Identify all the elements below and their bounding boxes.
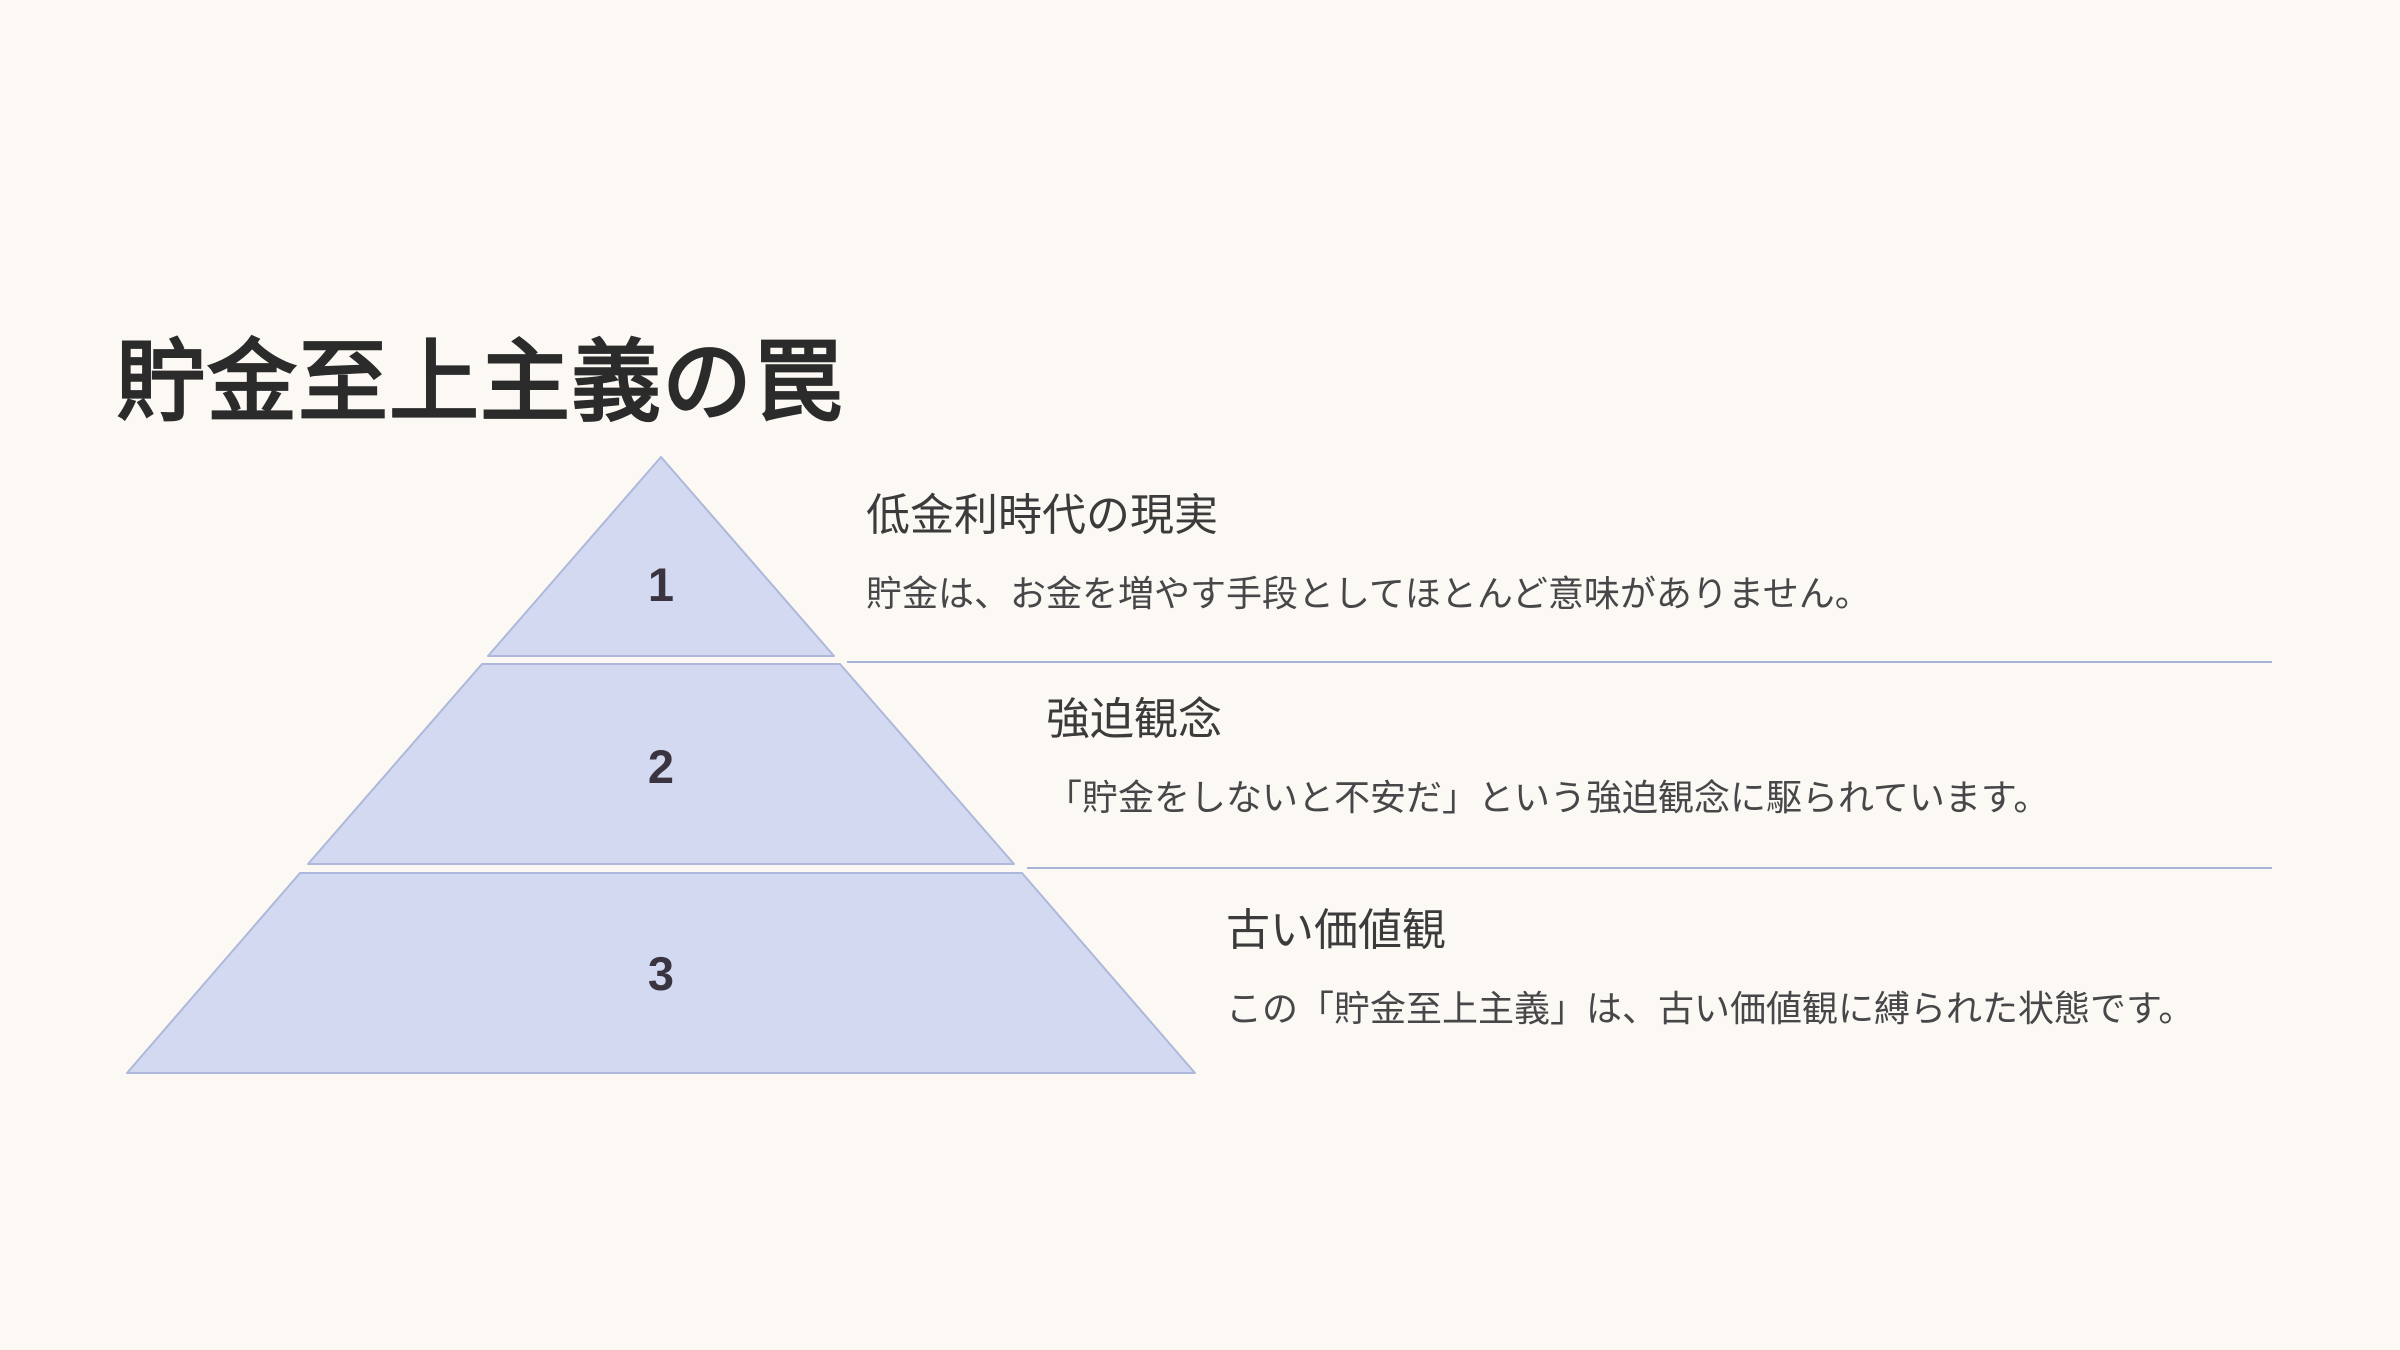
section-3-heading: 古い価値観: [1226, 906, 1446, 955]
section-2-heading: 強迫観念: [1046, 695, 1222, 744]
section-1-heading: 低金利時代の現実: [866, 491, 1218, 540]
pyramid-level-2-shape: [307, 663, 1015, 865]
section-3-body: この「貯金至上主義」は、古い価値観に縛られた状態です。: [1226, 988, 2195, 1029]
pyramid-level-3-number: 3: [647, 947, 675, 1000]
section-2: 強迫観念 「貯金をしないと不安だ」という強迫観念に駆られています。: [1046, 698, 2049, 816]
pyramid-level-2-number: 2: [647, 740, 675, 793]
slide-title: 貯金至上主義の罠: [116, 333, 844, 434]
section-1: 低金利時代の現実 貯金は、お金を増やす手段としてほとんど意味がありません。: [866, 494, 1871, 612]
section-2-body: 「貯金をしないと不安だ」という強迫観念に駆られています。: [1046, 777, 2050, 818]
pyramid-level-1-number: 1: [647, 558, 675, 611]
section-3: 古い価値観 この「貯金至上主義」は、古い価値観に縛られた状態です。: [1226, 909, 2194, 1027]
pyramid-level-1-shape: [487, 456, 835, 657]
pyramid-level-3-shape: [126, 872, 1196, 1074]
section-1-body: 貯金は、お金を増やす手段としてほとんど意味がありません。: [866, 573, 1871, 614]
